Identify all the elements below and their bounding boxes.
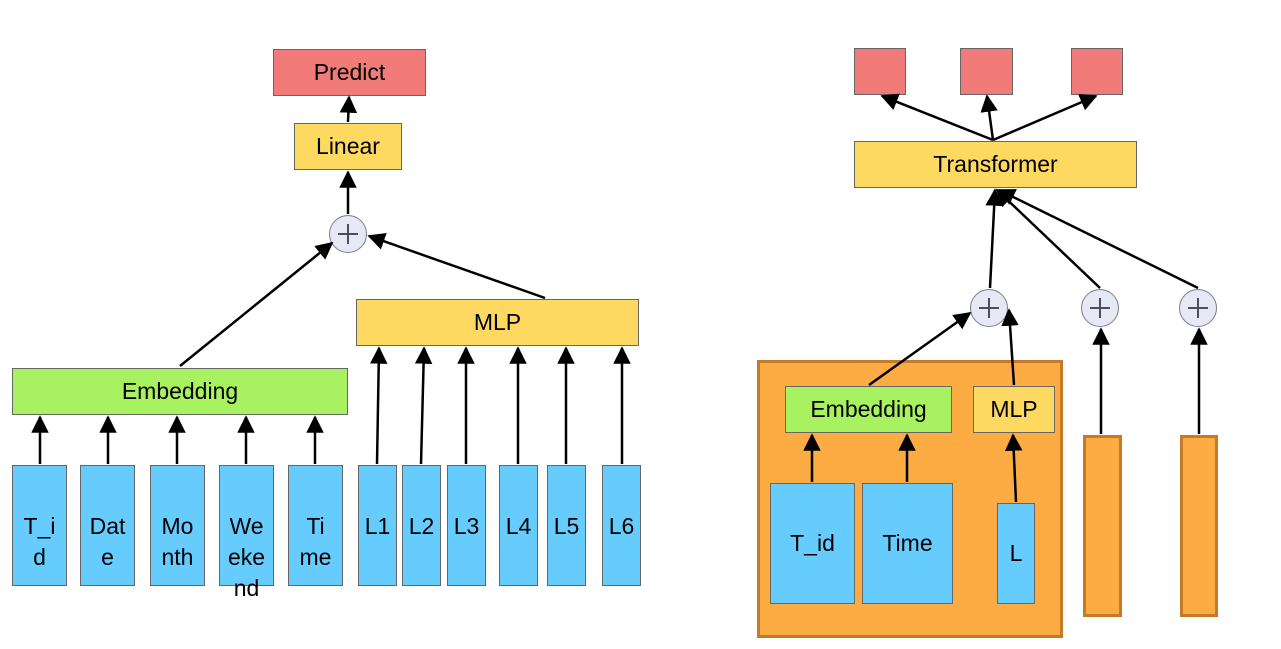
right-add-icon-2 bbox=[1081, 289, 1119, 327]
output-box-3 bbox=[1071, 48, 1123, 95]
input-l5: L5 bbox=[547, 465, 586, 586]
right-input-t-id: T_id bbox=[770, 483, 855, 604]
input-date: Dat e bbox=[80, 465, 135, 586]
transformer-box: Transformer bbox=[854, 141, 1137, 188]
linear-box: Linear bbox=[294, 123, 402, 170]
right-add-icon-3 bbox=[1179, 289, 1217, 327]
token-bar-2 bbox=[1083, 435, 1122, 617]
left-mlp-box: MLP bbox=[356, 299, 639, 346]
left-embedding-box: Embedding bbox=[12, 368, 348, 415]
input-l1: L1 bbox=[358, 465, 397, 586]
predict-box: Predict bbox=[273, 49, 426, 96]
right-embedding-box: Embedding bbox=[785, 386, 952, 433]
right-input-time: Time bbox=[862, 483, 953, 604]
input-month: Mo nth bbox=[150, 465, 205, 586]
input-time: Ti me bbox=[288, 465, 343, 586]
right-mlp-box: MLP bbox=[973, 386, 1055, 433]
input-l6: L6 bbox=[602, 465, 641, 586]
input-l3: L3 bbox=[447, 465, 486, 586]
input-l4: L4 bbox=[499, 465, 538, 586]
left-add-icon bbox=[329, 215, 367, 253]
token-bar-3 bbox=[1180, 435, 1218, 617]
right-input-l: L bbox=[997, 503, 1035, 604]
input-l2: L2 bbox=[402, 465, 441, 586]
output-box-1 bbox=[854, 48, 906, 95]
input-t-id: T_i d bbox=[12, 465, 67, 586]
